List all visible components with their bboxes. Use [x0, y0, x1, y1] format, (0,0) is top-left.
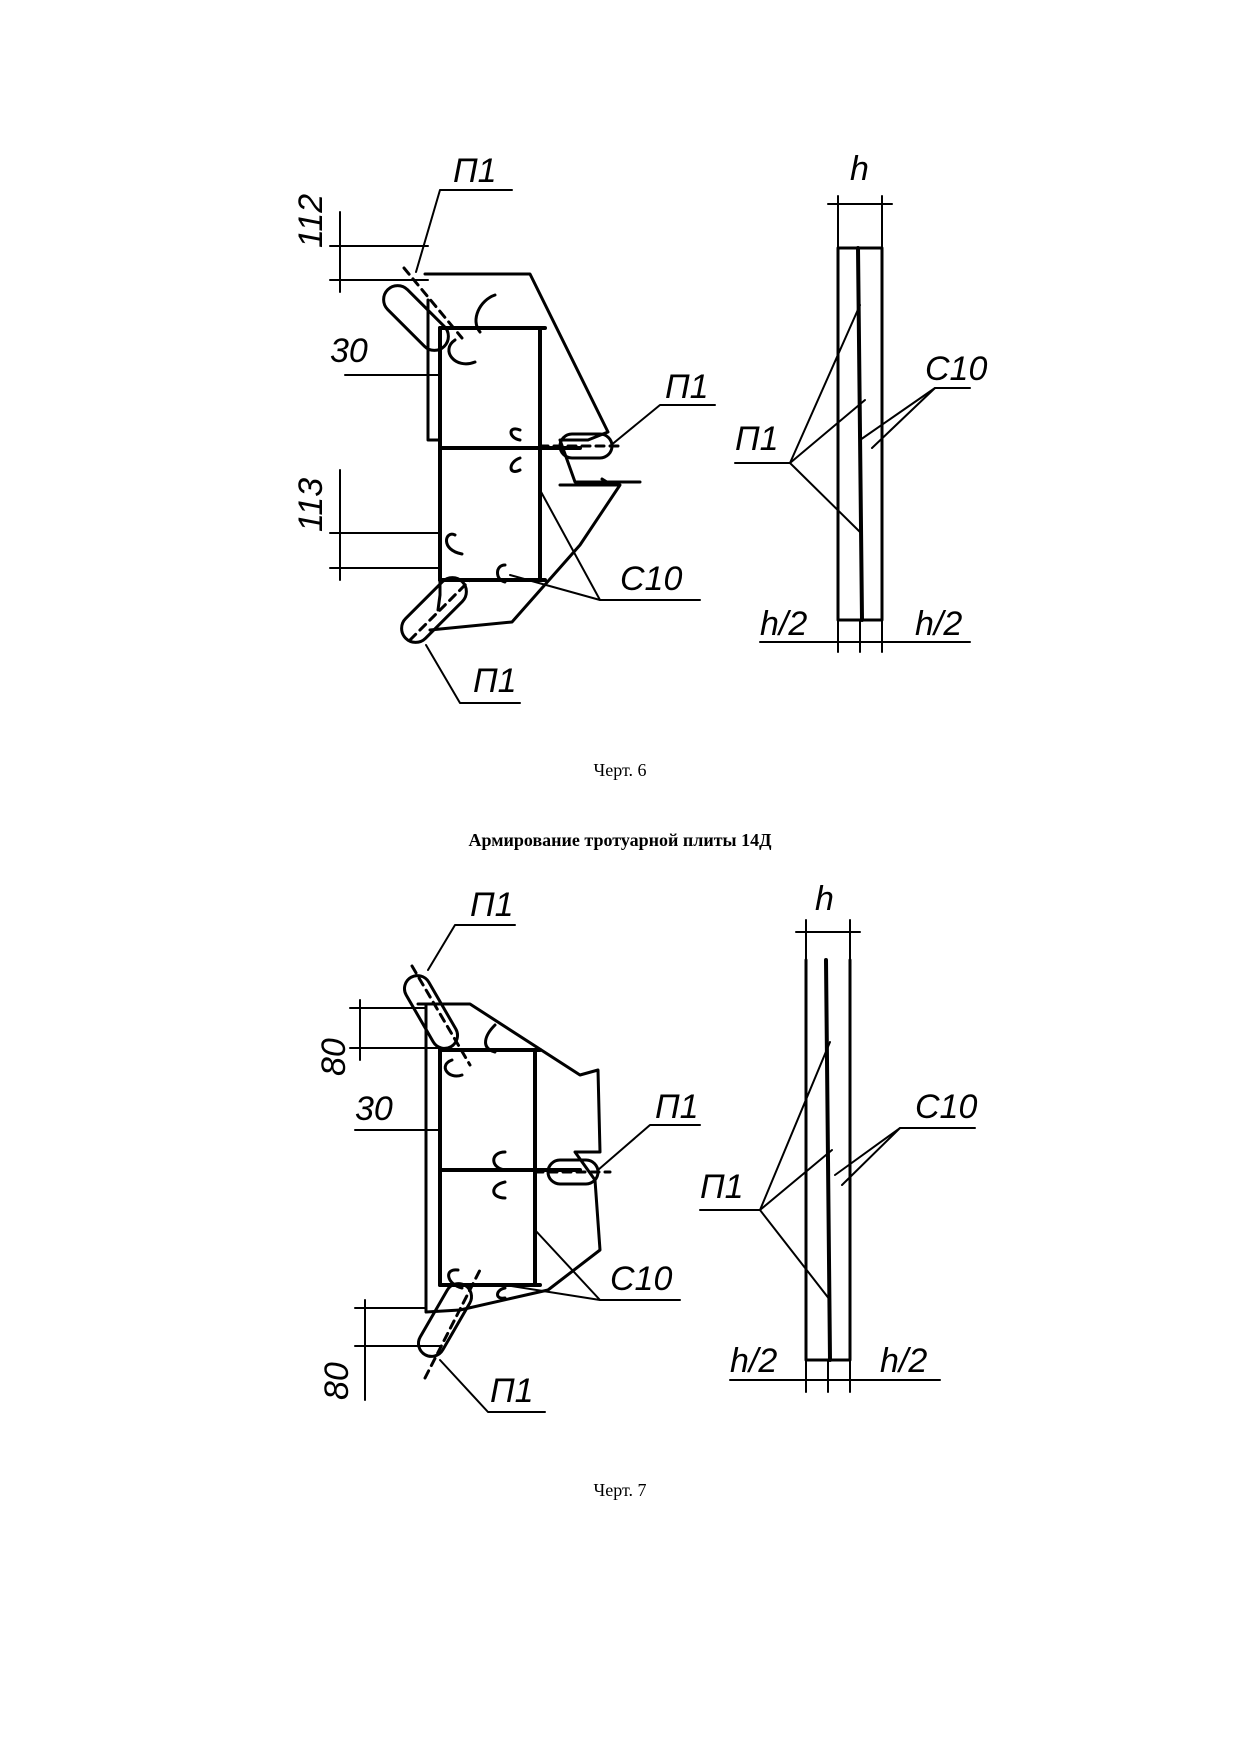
- leaders-7: [427, 924, 701, 1413]
- hooks-7: [443, 1023, 507, 1300]
- label-c10-side: С10: [915, 1088, 977, 1126]
- drawing-7: П1 П1 П1 С10 30 80 80 h П1 С10 h/2 h/2: [0, 880, 1240, 1460]
- side-view-6: [734, 195, 971, 653]
- label-c10-side: С10: [925, 350, 987, 388]
- label-h2-left: h/2: [760, 605, 807, 643]
- label-p1-right: П1: [665, 368, 709, 406]
- section-heading: Армирование тротуарной плиты 14Д: [468, 830, 772, 850]
- slab-outline-7: [416, 1002, 602, 1314]
- cage-7: [438, 1048, 582, 1287]
- label-dim-113: 113: [292, 478, 330, 532]
- side-view-7: [699, 919, 976, 1393]
- drawing-7-svg: П1 П1 П1 С10 30 80 80 h П1 С10 h/2 h/2: [315, 880, 977, 1413]
- caption-6: Черт. 6: [593, 760, 647, 780]
- label-dim-h: h: [850, 150, 869, 188]
- label-dim-112: 112: [292, 194, 330, 248]
- loops-7: [403, 964, 612, 1380]
- label-h2-right: h/2: [915, 605, 962, 643]
- label-p1-top: П1: [453, 152, 497, 190]
- labels-6: П1 П1 П1 С10 30 112 113 h П1 С10 h/2 h/2: [292, 150, 987, 700]
- dims-6: [329, 211, 441, 581]
- drawing-6: П1 П1 П1 С10 30 112 113 h П1 С10 h/2 h/2: [0, 140, 1240, 760]
- label-p1-side: П1: [735, 420, 779, 458]
- label-c10-bottom: С10: [610, 1260, 672, 1298]
- leaders-6: [415, 189, 716, 704]
- label-dim-h: h: [815, 880, 834, 918]
- caption-7: Черт. 7: [593, 1480, 647, 1500]
- label-h2-right: h/2: [880, 1342, 927, 1380]
- label-dim-30: 30: [330, 332, 368, 370]
- label-dim-80-bottom: 80: [318, 1362, 356, 1400]
- label-p1-top: П1: [470, 886, 514, 924]
- label-dim-30: 30: [355, 1090, 393, 1128]
- label-dim-80-top: 80: [315, 1038, 353, 1076]
- label-p1-bottom: П1: [490, 1372, 534, 1410]
- label-p1-right: П1: [655, 1088, 699, 1126]
- drawing-6-svg: П1 П1 П1 С10 30 112 113 h П1 С10 h/2 h/2: [292, 150, 987, 704]
- label-h2-left: h/2: [730, 1342, 777, 1380]
- labels-7: П1 П1 П1 С10 30 80 80 h П1 С10 h/2 h/2: [315, 880, 977, 1410]
- label-p1-bottom: П1: [473, 662, 517, 700]
- hooks-6: [445, 293, 522, 584]
- cage-6: [438, 326, 582, 582]
- loops-6: [382, 266, 624, 644]
- label-p1-side: П1: [700, 1168, 744, 1206]
- label-c10-bottom: С10: [620, 560, 682, 598]
- dims-7: [349, 999, 441, 1401]
